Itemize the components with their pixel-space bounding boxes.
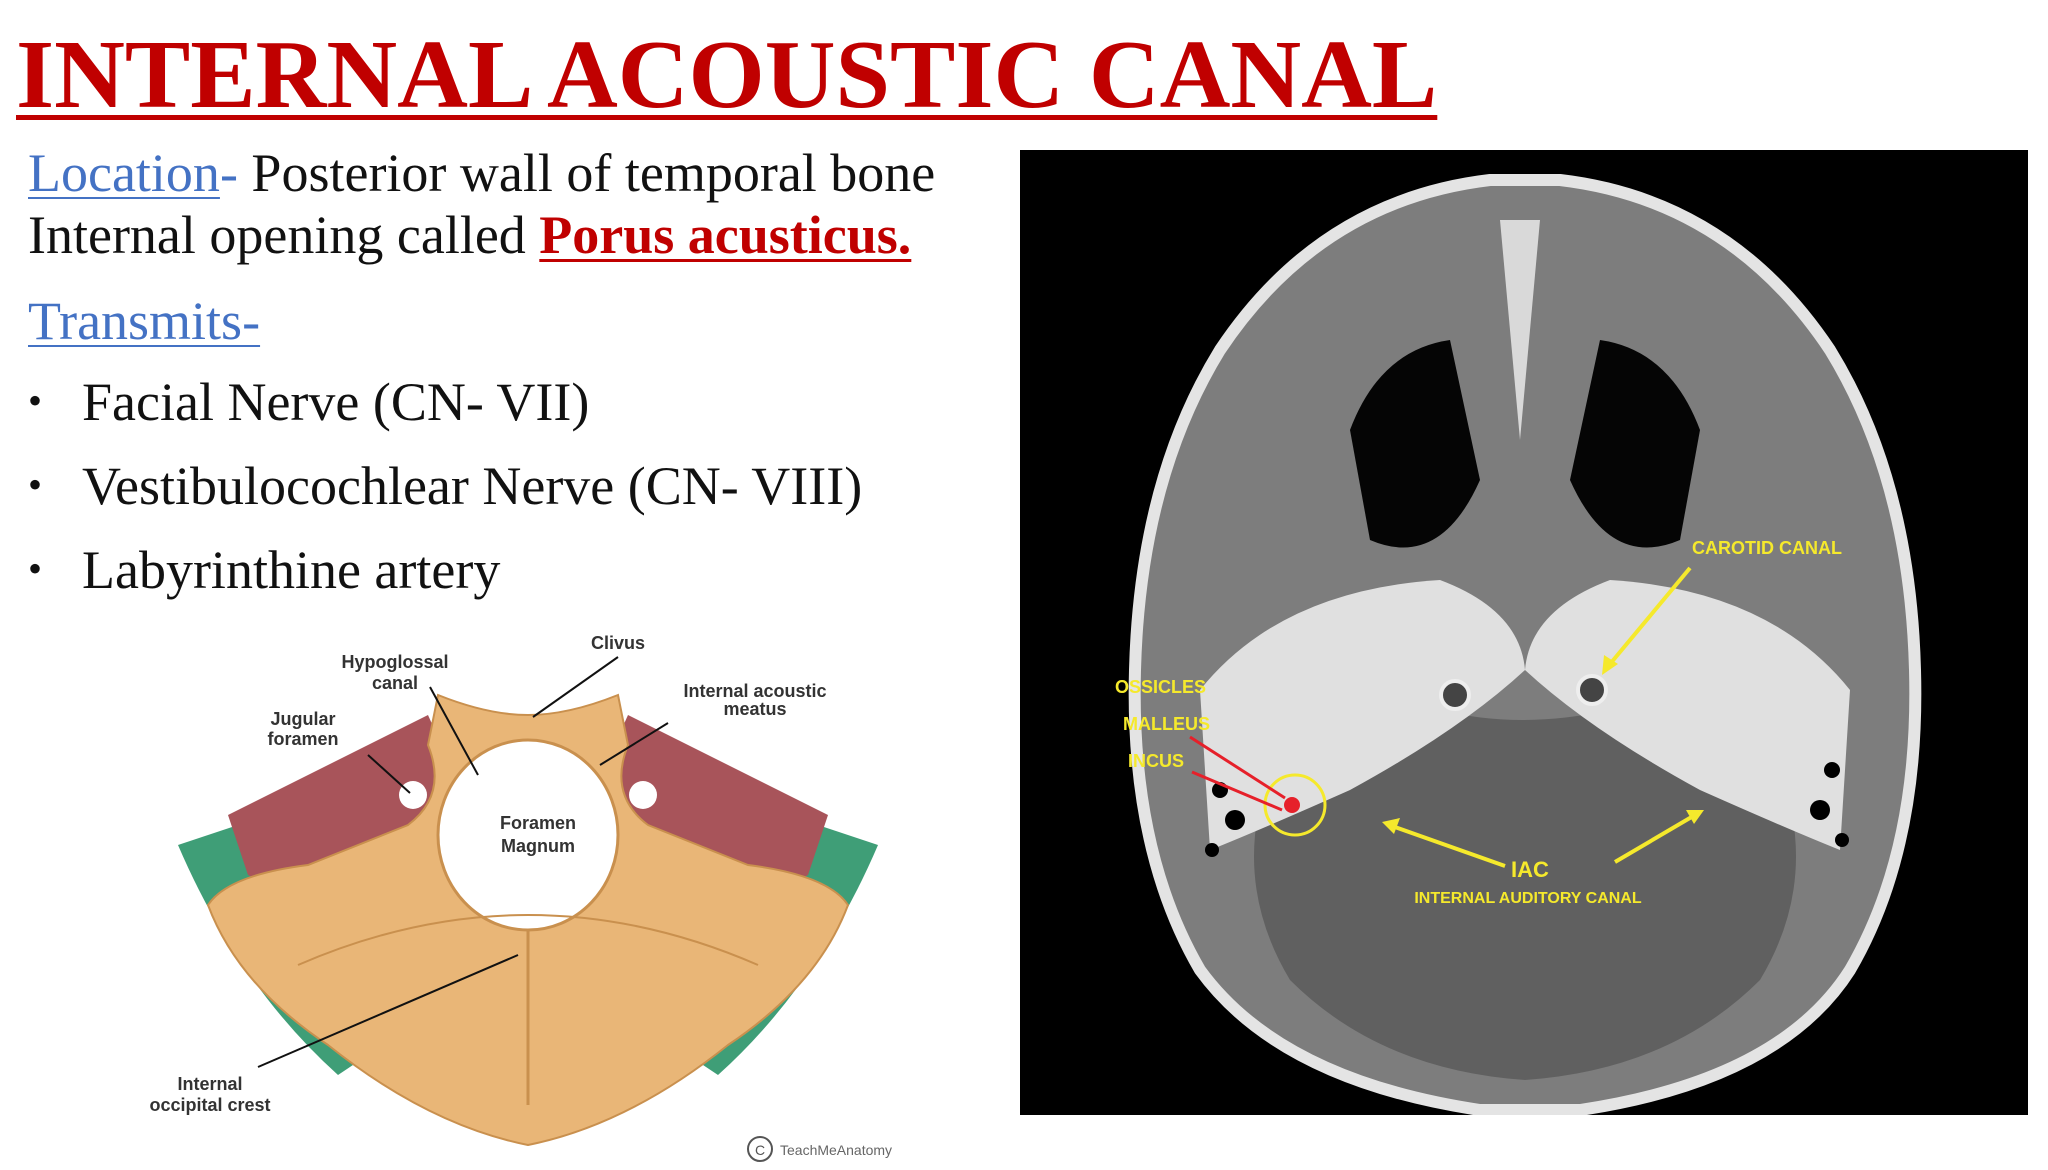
label-crest-1: Internal (177, 1074, 242, 1094)
carotid-arrow-line (1603, 566, 1692, 672)
carotid-canal-right (1576, 674, 1608, 706)
slide-title: INTERNAL ACOUSTIC CANAL (16, 21, 1438, 129)
label-hypoglossal-2: canal (372, 673, 418, 693)
label-foramen-1: Foramen (500, 813, 576, 833)
maxillary-sinus-left (1350, 340, 1480, 548)
carotid-arrowhead (1602, 655, 1618, 675)
air-cell (1205, 843, 1219, 857)
location-label: Location (28, 143, 220, 203)
jugular-foramen-left (399, 781, 427, 809)
transverse-ridge (297, 914, 759, 966)
watermark-text: TeachMeAnatomy (780, 1142, 892, 1158)
iac-arrow-left-line (1391, 824, 1506, 868)
bullet-icon: • (28, 462, 43, 507)
svg-text:C: C (755, 1142, 765, 1158)
label-jugular-2: foramen (267, 729, 338, 749)
label-iam-2: meatus (723, 699, 786, 719)
label-crest-2: occipital crest (149, 1095, 270, 1115)
ct-scan-image: CAROTID CANAL OSSICLES MALLEUS INCUS IAC… (1020, 150, 2028, 1115)
air-cell (1225, 810, 1245, 830)
label-carotid-canal: CAROTID CANAL (1692, 538, 1842, 558)
petrous-bone-right (1525, 580, 1850, 850)
label-ossicles: OSSICLES (1115, 677, 1206, 697)
air-cell (1810, 800, 1830, 820)
location-text: Posterior wall of temporal bone (251, 143, 936, 203)
transmits-list: •Facial Nerve (CN- VII) •Vestibulocochle… (28, 370, 862, 622)
label-hypoglossal-1: Hypoglossal (341, 652, 448, 672)
location-dash: - (219, 143, 252, 203)
jugular-foramen-right (629, 781, 657, 809)
jugular-leader (367, 754, 411, 794)
porus-acusticus-term: Porus acusticus. (539, 205, 912, 265)
label-clivus: Clivus (591, 633, 645, 653)
carotid-canal-left (1439, 679, 1471, 711)
bullet-icon: • (28, 378, 43, 423)
ossicles-circle-marker (1263, 773, 1327, 837)
list-item: •Vestibulocochlear Nerve (CN- VIII) (28, 456, 863, 516)
opening-line: Internal opening called Porus acusticus. (28, 204, 911, 266)
ossicles-red-mark (1284, 797, 1300, 813)
iac-arrowhead-right (1686, 810, 1704, 824)
label-malleus: MALLEUS (1123, 714, 1210, 734)
iac-arrow-right-line (1613, 813, 1697, 864)
iam-leader (599, 722, 669, 766)
label-iac: IAC (1511, 857, 1549, 882)
air-cell (1824, 762, 1840, 778)
petrous-bone-left (1200, 580, 1525, 850)
label-incus: INCUS (1128, 751, 1184, 771)
nasal-septum (1500, 220, 1540, 440)
iac-arrowhead-left (1382, 818, 1400, 834)
maxillary-sinus-right (1570, 340, 1700, 548)
incus-arrow (1191, 770, 1283, 812)
occipital-bone-diagram: Clivus Hypoglossal canal Internal acoust… (149, 633, 892, 1162)
label-internal-auditory-canal: INTERNAL AUDITORY CANAL (1414, 890, 1641, 907)
clivus-leader (532, 656, 619, 718)
hypoglossal-leader (429, 686, 479, 776)
transmits-label: Transmits- (28, 291, 261, 351)
label-jugular-1: Jugular (270, 709, 335, 729)
malleus-arrow (1189, 735, 1286, 800)
posterior-fossa-brain (1254, 706, 1796, 1080)
crest-leader (257, 954, 519, 1068)
location-line: Location- Posterior wall of temporal bon… (28, 142, 935, 204)
foramen-magnum-hole (436, 738, 620, 932)
label-iam-1: Internal acoustic (683, 681, 826, 701)
air-cell (1835, 833, 1849, 847)
transmits-line: Transmits- (28, 290, 260, 352)
opening-text: Internal opening called (28, 205, 540, 265)
bullet-icon: • (28, 546, 43, 591)
list-item: •Facial Nerve (CN- VII) (28, 372, 590, 432)
label-foramen-2: Magnum (501, 836, 575, 856)
list-item: •Labyrinthine artery (28, 540, 501, 600)
